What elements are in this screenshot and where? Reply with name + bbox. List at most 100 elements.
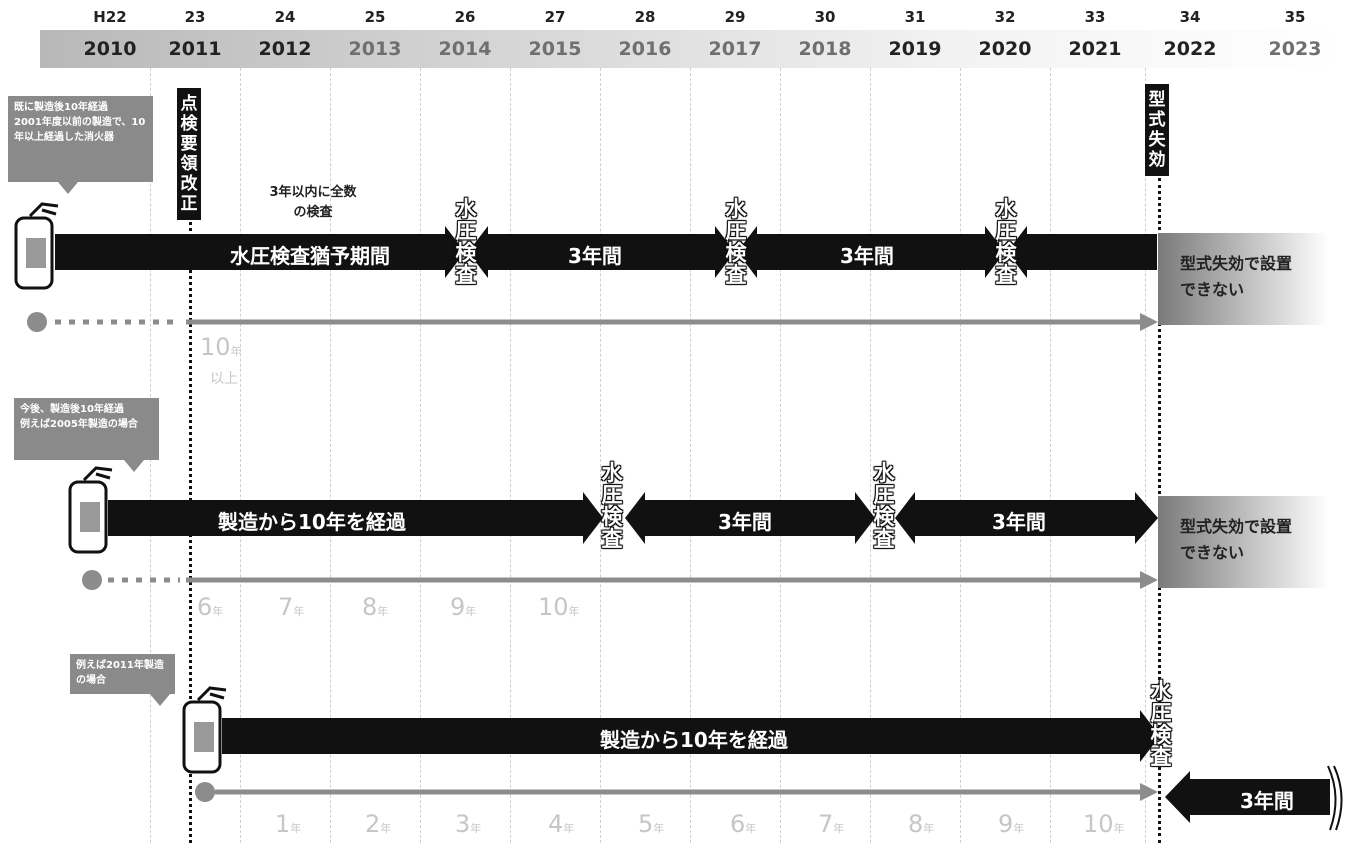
heisei-year: 26 [454,8,476,26]
calendar-year: 2017 [708,38,762,60]
row1-inspection-3: 水圧検査 [995,197,1017,287]
calendar-year: 2011 [168,38,222,60]
row3-age-unit: 年 [653,822,665,835]
extinguisher-icon [182,686,227,774]
timeline-header [40,30,1340,68]
row2-age-num: 9 [450,593,466,621]
row2-age-unit: 年 [377,605,389,618]
year-gridline [510,68,511,843]
extinguisher-icon [14,202,59,290]
row3-age-label: 2年 [365,810,391,838]
row3-age-label: 6年 [730,810,756,838]
heisei-year: 25 [364,8,386,26]
heisei-year: 30 [814,8,836,26]
row1-age-unit: 年 [230,345,242,358]
heisei-year: 23 [184,8,206,26]
row2-age-unit: 年 [293,605,305,618]
row3-age-num: 4 [548,810,564,838]
row2-status: 型式失効で設置できない [1158,496,1347,588]
row2-period-1: 3年間 [718,510,772,534]
extinguisher-icon [68,466,113,554]
row1-callout: 既に製造後10年経過 2001年度以前の製造で、10年以上経過した消火器 [8,96,153,194]
heisei-year: 31 [904,8,926,26]
calendar-year: 2016 [618,38,672,60]
row1-age-sub: 以上 [210,371,238,387]
row3-age-num: 8 [908,810,924,838]
row3-bar-label: 製造から10年を経過 [600,728,788,752]
heisei-year: 24 [274,8,296,26]
row3-age-label: 5年 [638,810,664,838]
heisei-year: 28 [634,8,656,26]
row1-bar-label: 水圧検査猶予期間 [230,244,390,268]
row1-age-num: 10 [200,333,231,361]
row2-status-text: 型式失効で設置できない [1180,517,1293,562]
row3-age-unit: 年 [833,822,845,835]
row1-callout-title: 既に製造後10年経過 [14,102,108,113]
year-gridline [330,68,331,843]
row3-callout: 例えば2011年製造の場合 [70,654,175,706]
revision-marker: 点検要領改正 [177,88,201,220]
row1-age: 10年 [200,333,242,361]
row2-callout: 今後、製造後10年経過 例えば2005年製造の場合 [14,398,159,472]
row2-period-2: 3年間 [992,510,1046,534]
expiry-marker: 型式失効 [1145,84,1169,176]
row2-age-label: 6年 [197,593,223,621]
row3-age-label: 7年 [818,810,844,838]
row2-age-num: 10 [538,593,569,621]
row3-age-label: 8年 [908,810,934,838]
revision-label: 点検要領改正 [180,94,198,214]
calendar-year: 2023 [1268,38,1322,60]
heisei-year: 27 [544,8,566,26]
row3-age-num: 1 [275,810,291,838]
calendar-year: 2010 [83,38,137,60]
row3-inspection: 水圧検査 [1150,679,1172,769]
heisei-year: 34 [1179,8,1201,26]
row3-age-label: 9年 [998,810,1024,838]
row1-period-2: 3年間 [840,244,894,268]
row3-age-num: 10 [1083,810,1114,838]
year-gridline [690,68,691,843]
row2-age-num: 7 [278,593,294,621]
row2-age-num: 6 [197,593,213,621]
year-gridline [870,68,871,843]
row2-callout-title: 今後、製造後10年経過 [20,404,124,415]
expiry-label: 型式失効 [1148,90,1166,170]
row2-age-label: 9年 [450,593,476,621]
heisei-year: 35 [1284,8,1306,26]
heisei-year: 29 [724,8,746,26]
row2-age-unit: 年 [568,605,580,618]
row3-age-unit: 年 [1013,822,1025,835]
row3-age-label: 3年 [455,810,481,838]
row3-age-unit: 年 [1113,822,1125,835]
calendar-year: 2018 [798,38,852,60]
row3-age-unit: 年 [380,822,392,835]
row3-period: 3年間 [1240,789,1294,813]
row3-age-unit: 年 [470,822,482,835]
row1-inspection-1: 水圧検査 [455,197,477,287]
row1-inspection-2: 水圧検査 [725,197,747,287]
year-gridline [780,68,781,843]
row2-age-unit: 年 [212,605,224,618]
row3-age-num: 3 [455,810,471,838]
heisei-year: H22 [93,8,127,26]
row3-age-num: 2 [365,810,381,838]
row2-callout-body: 例えば2005年製造の場合 [20,419,138,430]
row3-age-label: 4年 [548,810,574,838]
row3-age-label: 1年 [275,810,301,838]
row3-age-num: 5 [638,810,654,838]
row3-age-num: 6 [730,810,746,838]
row1-status: 型式失効で設置できない [1158,233,1347,325]
row1-note: 3年以内に全数の検査 [269,185,357,220]
row3-age-num: 7 [818,810,834,838]
row3-callout-text: 例えば2011年製造の場合 [76,660,164,686]
row2-bar-label: 製造から10年を経過 [218,510,406,534]
calendar-year: 2015 [528,38,582,60]
row3-age-unit: 年 [290,822,302,835]
year-gridline [240,68,241,843]
row2-age-num: 8 [362,593,378,621]
calendar-year: 2012 [258,38,312,60]
row3-age-unit: 年 [745,822,757,835]
row3-age-unit: 年 [563,822,575,835]
row1-callout-body: 2001年度以前の製造で、10年以上経過した消火器 [14,117,146,143]
